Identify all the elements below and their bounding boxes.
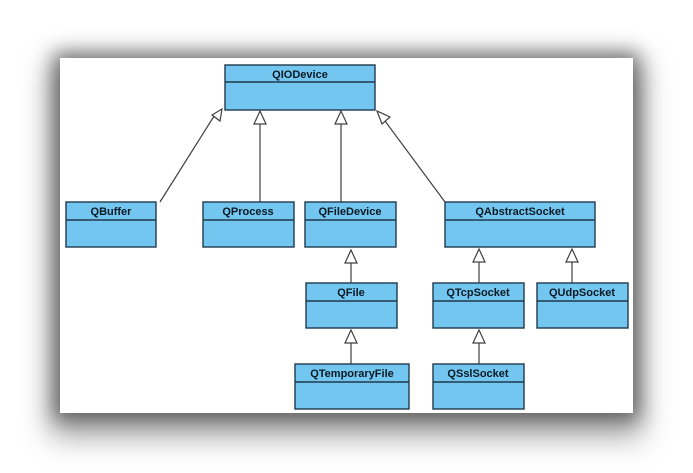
class-box bbox=[65, 201, 157, 248]
class-qsslsocket[interactable]: QSslSocket bbox=[432, 363, 525, 410]
class-box bbox=[305, 282, 398, 329]
class-name: QFileDevice bbox=[319, 206, 382, 218]
class-box bbox=[432, 363, 525, 410]
class-box bbox=[536, 282, 629, 329]
arrowhead-qtcpsocket bbox=[472, 247, 486, 263]
class-qiodevice[interactable]: QIODevice bbox=[224, 64, 376, 111]
class-box bbox=[294, 363, 410, 410]
class-box bbox=[432, 282, 525, 329]
class-name: QAbstractSocket bbox=[475, 206, 565, 218]
arrowhead-qabstractsocket bbox=[375, 109, 392, 126]
arrowhead-qsslsocket bbox=[472, 328, 486, 344]
class-qprocess[interactable]: QProcess bbox=[202, 201, 295, 248]
class-name: QSslSocket bbox=[447, 368, 508, 380]
class-qbuffer[interactable]: QBuffer bbox=[65, 201, 157, 248]
edge-qbuffer-qiodevice bbox=[159, 112, 217, 203]
class-qudpsocket[interactable]: QUdpSocket bbox=[536, 282, 629, 329]
class-qabstractsocket[interactable]: QAbstractSocket bbox=[444, 201, 596, 248]
inheritance-arrowheads bbox=[210, 107, 579, 344]
class-name: QBuffer bbox=[91, 206, 133, 218]
class-name: QUdpSocket bbox=[549, 287, 615, 299]
arrowhead-qudpsocket bbox=[565, 247, 579, 263]
class-box bbox=[304, 201, 397, 248]
class-qfile[interactable]: QFile bbox=[305, 282, 398, 329]
class-name: QTcpSocket bbox=[446, 287, 510, 299]
class-name: QIODevice bbox=[272, 69, 328, 81]
arrowhead-qtemporaryfile bbox=[344, 328, 358, 344]
class-qtcpsocket[interactable]: QTcpSocket bbox=[432, 282, 525, 329]
edge-qabstractsocket-qiodevice bbox=[384, 120, 446, 203]
class-box bbox=[444, 201, 596, 248]
class-name: QTemporaryFile bbox=[310, 368, 394, 380]
class-qtemporaryfile[interactable]: QTemporaryFile bbox=[294, 363, 410, 410]
arrowhead-qprocess bbox=[253, 109, 267, 125]
class-box bbox=[202, 201, 295, 248]
inheritance-edges bbox=[159, 112, 573, 364]
arrowhead-qbuffer bbox=[210, 107, 223, 123]
class-name: QProcess bbox=[222, 206, 273, 218]
class-box bbox=[224, 64, 376, 111]
class-qfiledevice[interactable]: QFileDevice bbox=[304, 201, 397, 248]
class-name: QFile bbox=[337, 287, 365, 299]
arrowhead-qfile bbox=[344, 248, 358, 264]
arrowhead-qfiledevice bbox=[334, 109, 348, 125]
